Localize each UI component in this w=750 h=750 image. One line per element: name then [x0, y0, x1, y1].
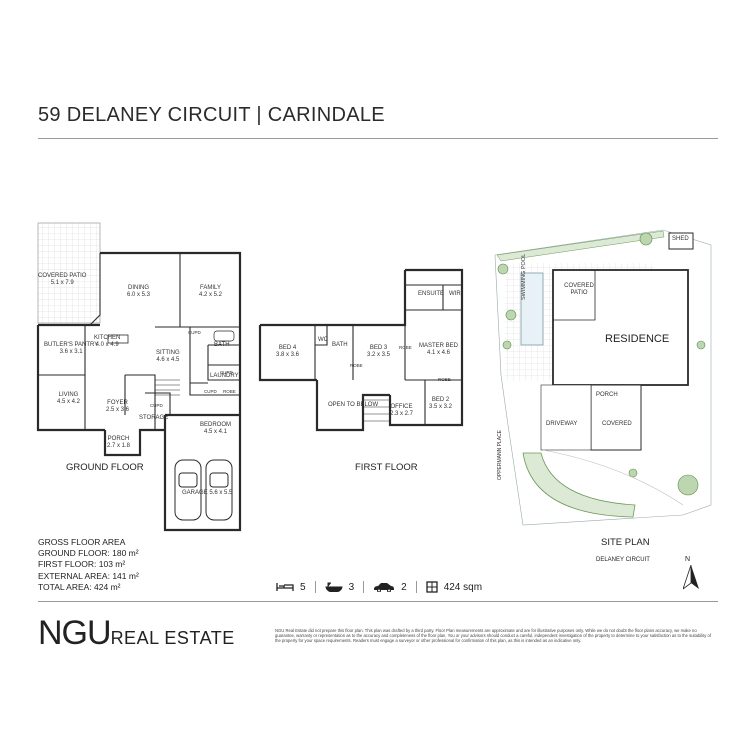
disclaimer-text: NGU Real Estate did not prepare this flo… [275, 628, 711, 644]
area-external: EXTERNAL AREA: 141 m² [38, 570, 139, 581]
ground-floor-plan [36, 222, 242, 532]
label-robe-3: ROBE [350, 363, 363, 368]
bathrooms-count: 3 [348, 581, 355, 593]
room-bath-first: BATH [332, 342, 348, 348]
covered-patio-area [37, 222, 101, 324]
label-cupd-1: CUPD [188, 330, 201, 335]
bed-icon [276, 583, 294, 591]
brand-sub: REAL ESTATE [110, 628, 235, 648]
title-divider [38, 138, 718, 139]
label-cupd-4: CUPD [220, 370, 233, 375]
label-covered-patio-site: COVERED PATIO [564, 283, 594, 296]
label-shed: SHED [672, 236, 689, 242]
first-floor-caption: FIRST FLOOR [355, 462, 418, 473]
car-icon [374, 583, 395, 592]
bath-icon [324, 582, 343, 592]
room-ensuite: ENSUITE [418, 291, 445, 297]
first-floor-plan [258, 268, 464, 432]
label-cupd-3: CUPD [150, 403, 163, 408]
label-robe-2: ROBE [438, 377, 451, 382]
footer-divider [38, 601, 718, 602]
area-ground: GROUND FLOOR: 180 m² [38, 548, 139, 559]
label-covered-site: COVERED [602, 421, 632, 427]
label-robe-ground: ROBE [223, 389, 236, 394]
property-summary: 5 3 2 424 sqm [276, 581, 482, 593]
bedrooms-count: 5 [300, 581, 306, 593]
ground-floor-caption: GROUND FLOOR [66, 462, 144, 473]
label-driveway: DRIVEWAY [546, 421, 578, 427]
room-laundry: LAUNDRY [210, 373, 239, 379]
label-swimming-pool: SWIMMING POOL [521, 253, 527, 300]
total-area-value: 424 sqm [443, 581, 483, 593]
room-bath: BATH [214, 342, 230, 348]
label-porch-site: PORCH [596, 392, 618, 398]
site-plan-caption: SITE PLAN [601, 537, 650, 548]
residence-footprint [552, 269, 689, 386]
gross-floor-area: GROSS FLOOR AREA GROUND FLOOR: 180 m² FI… [38, 537, 139, 593]
room-storage: STORAGE [139, 415, 169, 421]
label-residence: RESIDENCE [605, 333, 670, 345]
north-arrow-icon [683, 565, 699, 590]
garden-bed [522, 452, 636, 518]
brand-logo: NGUREAL ESTATE [38, 614, 235, 653]
north-label: N [685, 556, 691, 563]
page-title: 59 DELANEY CIRCUIT | CARINDALE [38, 104, 385, 126]
site-plan [494, 229, 712, 526]
room-wc: WC [318, 337, 328, 343]
cars-count: 2 [401, 581, 407, 593]
area-first: FIRST FLOOR: 103 m² [38, 559, 126, 570]
label-robe-1: ROBE [399, 345, 412, 350]
area-total: TOTAL AREA: 424 m² [38, 581, 121, 592]
street-delaney-circuit: DELANEY CIRCUIT [596, 557, 650, 563]
brand-name: NGU [38, 614, 112, 652]
label-oppermann-place: OPPERMANN PLACE [497, 429, 503, 480]
areas-heading: GROSS FLOOR AREA [38, 537, 126, 547]
room-wir: WIR [449, 291, 461, 297]
swimming-pool-shape [520, 272, 544, 346]
room-open-to-below: OPEN TO BELOW [328, 402, 379, 408]
room-garage: GARAGE 5.6 x 5.5 [182, 490, 233, 496]
land-area-icon [426, 581, 438, 593]
label-cupd-2: CUPD [204, 389, 217, 394]
